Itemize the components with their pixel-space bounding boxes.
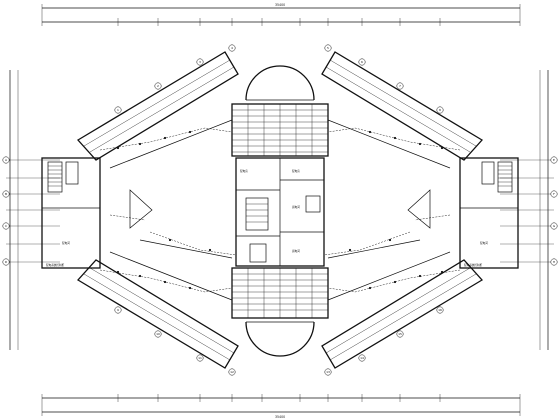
wing-lower-left [76, 259, 239, 369]
axis-bubble: 6 [358, 58, 366, 66]
axis-bubble: C [2, 222, 10, 230]
axis-bubble: 16 [436, 306, 444, 314]
svg-text:1: 1 [117, 108, 119, 112]
fixture-marks [116, 130, 444, 290]
inner-diagonal-walls [109, 119, 451, 301]
axis-bubbles-sides: A B C D E F G H [2, 156, 558, 266]
side-dimension-lines [9, 70, 549, 350]
core-room-c: 弱电间 [292, 205, 300, 209]
right-room-label: 配电间 [480, 241, 488, 245]
axis-bubble: 1 [114, 106, 122, 114]
svg-text:2: 2 [157, 84, 159, 88]
svg-text:A: A [5, 158, 8, 162]
axis-bubble: H [550, 258, 558, 266]
wing-upper-left [76, 51, 239, 161]
svg-text:16: 16 [438, 308, 442, 312]
central-core: 配电房 配电房 弱电间 弱电间 [231, 65, 329, 357]
axis-bubble: 10 [154, 330, 162, 338]
bottom-total-dimension: 35400 [275, 415, 285, 419]
svg-text:C: C [5, 224, 7, 228]
svg-text:8: 8 [439, 108, 441, 112]
axis-bubbles-bottom: 9 10 11 12 13 14 15 16 [114, 306, 444, 376]
svg-text:15: 15 [398, 332, 402, 336]
core-room-b: 配电房 [292, 169, 300, 173]
svg-text:F: F [553, 192, 555, 196]
axis-bubble: 13 [324, 368, 332, 376]
axis-bubble: B [2, 190, 10, 198]
axis-bubble: 2 [154, 82, 162, 90]
axis-bubble: A [2, 156, 10, 164]
svg-text:3: 3 [199, 60, 201, 64]
wing-upper-right [321, 51, 484, 161]
svg-text:H: H [553, 260, 555, 264]
left-room-label: 配电间 [62, 241, 70, 245]
left-end-block: 配电间 配电系统控制柜 [41, 157, 153, 269]
axis-bubble: 9 [114, 306, 122, 314]
svg-text:14: 14 [360, 356, 364, 360]
core-room-a: 配电房 [240, 169, 248, 173]
svg-text:10: 10 [156, 332, 160, 336]
axis-bubble: 12 [228, 368, 236, 376]
axis-bubble: D [2, 258, 10, 266]
svg-text:D: D [5, 260, 8, 264]
axis-bubble: F [550, 190, 558, 198]
axis-bubble: E [550, 156, 558, 164]
left-room-note: 配电系统控制柜 [46, 263, 65, 267]
svg-text:11: 11 [198, 356, 202, 360]
axis-bubble: 15 [396, 330, 404, 338]
svg-text:E: E [553, 158, 555, 162]
core-room-d: 弱电间 [292, 249, 300, 253]
top-total-dimension: 35400 [275, 3, 285, 7]
right-room-note: 配电系统控制柜 [464, 263, 483, 267]
axis-bubble: 11 [196, 354, 204, 362]
axis-bubbles-top: 1 2 3 4 5 6 7 8 [114, 44, 444, 114]
wing-lower-right [321, 259, 484, 369]
svg-text:7: 7 [399, 84, 401, 88]
svg-text:4: 4 [231, 46, 233, 50]
axis-bubble: 14 [358, 354, 366, 362]
wiring-runs [99, 127, 461, 293]
svg-text:5: 5 [327, 46, 329, 50]
axis-bubble: 3 [196, 58, 204, 66]
svg-text:6: 6 [361, 60, 363, 64]
axis-bubble: 8 [436, 106, 444, 114]
svg-text:9: 9 [117, 308, 119, 312]
axis-bubble: 4 [228, 44, 236, 52]
axis-bubble: 5 [324, 44, 332, 52]
top-dimension-lines: 35400 [41, 3, 521, 26]
svg-text:12: 12 [230, 370, 234, 374]
axis-bubble: G [550, 222, 558, 230]
bottom-dimension-lines: 35400 [41, 394, 521, 419]
svg-text:B: B [5, 192, 7, 196]
axis-bubble: 7 [396, 82, 404, 90]
svg-text:G: G [553, 224, 556, 228]
right-end-block: 配电间 配电系统控制柜 [407, 157, 519, 269]
svg-text:13: 13 [326, 370, 330, 374]
axis-grid-lines [6, 159, 554, 263]
